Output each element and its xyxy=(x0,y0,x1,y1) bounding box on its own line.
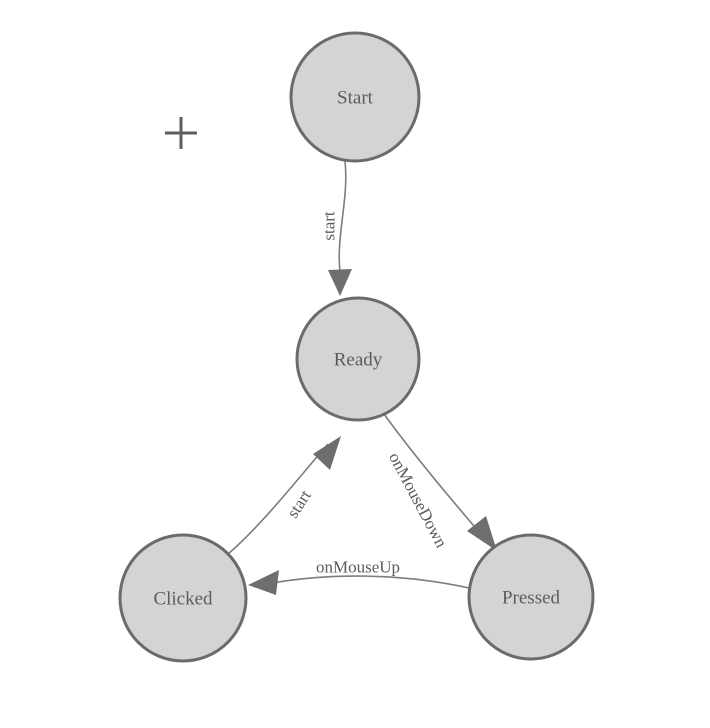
node-clicked-circle xyxy=(118,533,248,663)
arrowhead-start-to-ready xyxy=(328,269,352,296)
edge-path-pressed-to-clicked xyxy=(271,575,470,589)
node-pressed[interactable]: Pressed xyxy=(467,533,595,661)
arrowhead-ready-to-pressed xyxy=(467,516,497,551)
node-start-circle xyxy=(289,31,421,163)
node-pressed-label: Pressed xyxy=(502,588,561,609)
edge-path-ready-to-pressed xyxy=(383,413,487,541)
node-ready-label: Ready xyxy=(334,350,383,371)
node-start[interactable]: Start xyxy=(289,31,421,163)
edge-path-start-to-ready xyxy=(338,160,347,273)
edge-clicked-to-ready[interactable]: start xyxy=(227,436,341,555)
edge-label-pressed-to-clicked: onMouseUp xyxy=(316,558,400,577)
node-clicked[interactable]: Clicked xyxy=(118,533,248,663)
node-ready-circle xyxy=(295,296,421,422)
node-pressed-circle xyxy=(467,533,595,661)
node-clicked-label: Clicked xyxy=(153,589,213,610)
edge-label-ready-to-pressed: onMouseDown xyxy=(385,449,451,551)
crosshair-icon xyxy=(165,117,197,149)
edge-pressed-to-clicked[interactable]: onMouseUp xyxy=(248,558,470,596)
node-start-label: Start xyxy=(337,88,374,109)
edge-label-start-to-ready: start xyxy=(320,211,339,241)
edge-start-to-ready[interactable]: start xyxy=(320,160,353,296)
edge-ready-to-pressed[interactable]: onMouseDown xyxy=(383,413,497,551)
node-ready[interactable]: Ready xyxy=(295,296,421,422)
arrowhead-clicked-to-ready xyxy=(313,436,341,470)
arrowhead-pressed-to-clicked xyxy=(248,570,279,595)
